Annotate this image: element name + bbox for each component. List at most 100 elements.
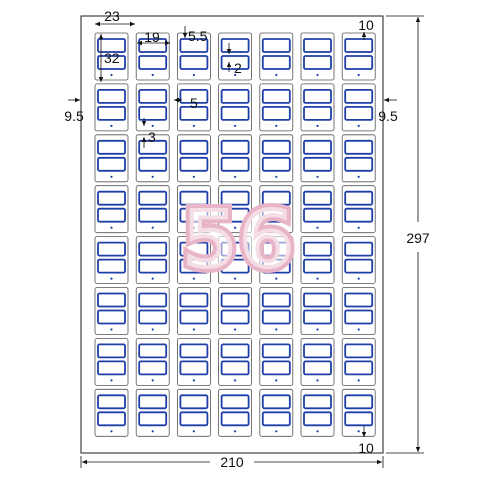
- label-dot: [110, 175, 113, 178]
- label-frame-lower: [303, 411, 332, 427]
- label-frame-upper: [138, 139, 168, 155]
- label-dot: [275, 226, 278, 229]
- label-frame-upper: [138, 38, 168, 53]
- label-cell: [300, 236, 335, 285]
- label-frame-upper: [344, 190, 374, 206]
- label-dot: [316, 226, 319, 229]
- label-dot: [357, 277, 360, 280]
- label-dot: [192, 277, 195, 280]
- label-dot: [151, 73, 154, 77]
- label-frame-upper: [303, 38, 332, 53]
- label-cell: [300, 388, 335, 437]
- label-dot: [110, 73, 113, 77]
- label-cell: [341, 236, 376, 285]
- label-cell: [259, 236, 294, 285]
- label-frame-lower: [97, 309, 126, 325]
- label-frame-lower: [261, 258, 291, 274]
- dim-row-gap: 3: [148, 129, 156, 145]
- label-frame-upper: [138, 292, 168, 308]
- label-frame-upper: [261, 190, 291, 206]
- label-frame-upper: [261, 139, 291, 155]
- label-frame-upper: [97, 241, 126, 257]
- label-cell: [176, 185, 211, 234]
- label-cell: [135, 134, 170, 183]
- label-frame-upper: [97, 394, 126, 410]
- label-frame-upper: [179, 292, 209, 308]
- label-frame-lower: [138, 207, 168, 223]
- label-frame-lower: [344, 258, 374, 274]
- label-frame-lower: [179, 360, 209, 376]
- label-frame-lower: [303, 156, 332, 172]
- label-cell: [259, 32, 294, 81]
- label-cell: [94, 337, 129, 386]
- label-dot: [192, 430, 195, 433]
- label-frame-upper: [261, 38, 291, 53]
- label-cell: [94, 32, 129, 81]
- label-dot: [151, 379, 154, 382]
- label-frame-upper: [261, 394, 291, 410]
- dim-sheet-height: 297: [406, 230, 430, 246]
- label-frame-upper: [179, 38, 209, 53]
- label-dot: [357, 379, 360, 382]
- label-cell: [300, 134, 335, 183]
- label-frame-lower: [303, 360, 332, 376]
- dim-top-margin: 10: [358, 17, 374, 33]
- label-frame-lower: [344, 411, 374, 427]
- label-frame-lower: [261, 309, 291, 325]
- label-frame-upper: [261, 343, 291, 359]
- label-dot: [234, 277, 237, 280]
- label-frame-lower: [220, 309, 250, 325]
- label-frame-upper: [344, 139, 374, 155]
- label-cell: [94, 388, 129, 437]
- label-frame-lower: [261, 106, 291, 121]
- label-frame-lower: [138, 309, 168, 325]
- label-frame-upper: [220, 139, 250, 155]
- label-cell: [218, 287, 253, 335]
- label-dot: [275, 328, 278, 331]
- label-cell: [218, 134, 253, 183]
- label-frame-lower: [179, 55, 209, 70]
- label-dot: [151, 175, 154, 178]
- label-cell: [176, 134, 211, 183]
- label-frame-lower: [344, 55, 374, 70]
- label-frame-upper: [138, 394, 168, 410]
- label-dot: [110, 328, 113, 331]
- label-frame-upper: [138, 89, 168, 104]
- label-dot: [357, 73, 360, 77]
- label-frame-upper: [303, 394, 332, 410]
- label-frame-lower: [138, 360, 168, 376]
- label-frame-upper: [220, 89, 250, 104]
- label-cell: [341, 134, 376, 183]
- label-frame-lower: [303, 309, 332, 325]
- label-frame-lower: [97, 360, 126, 376]
- label-cell: [259, 287, 294, 335]
- label-frame-upper: [344, 394, 374, 410]
- label-dot: [316, 277, 319, 280]
- label-cell: [135, 337, 170, 386]
- label-dot: [234, 175, 237, 178]
- dim-bottom-margin: 10: [358, 440, 374, 456]
- dim-label-width: 23: [104, 8, 120, 24]
- label-frame-lower: [179, 207, 209, 223]
- dim-sheet-width: 210: [220, 454, 244, 470]
- label-dot: [357, 226, 360, 229]
- label-frame-upper: [179, 343, 209, 359]
- label-dot: [192, 175, 195, 178]
- label-cell: [341, 337, 376, 386]
- label-cell: [94, 134, 129, 183]
- label-dot: [151, 226, 154, 229]
- label-dot: [234, 73, 237, 77]
- label-cell: [135, 388, 170, 437]
- label-frame-lower: [220, 156, 250, 172]
- label-frame-lower: [220, 106, 250, 121]
- label-frame-lower: [179, 156, 209, 172]
- label-frame-lower: [261, 55, 291, 70]
- label-dot: [110, 430, 113, 433]
- label-cell: [94, 83, 129, 132]
- label-frame-upper: [138, 241, 168, 257]
- label-cell: [341, 185, 376, 234]
- label-frame-upper: [97, 190, 126, 206]
- label-frame-lower: [261, 156, 291, 172]
- label-cell: [176, 388, 211, 437]
